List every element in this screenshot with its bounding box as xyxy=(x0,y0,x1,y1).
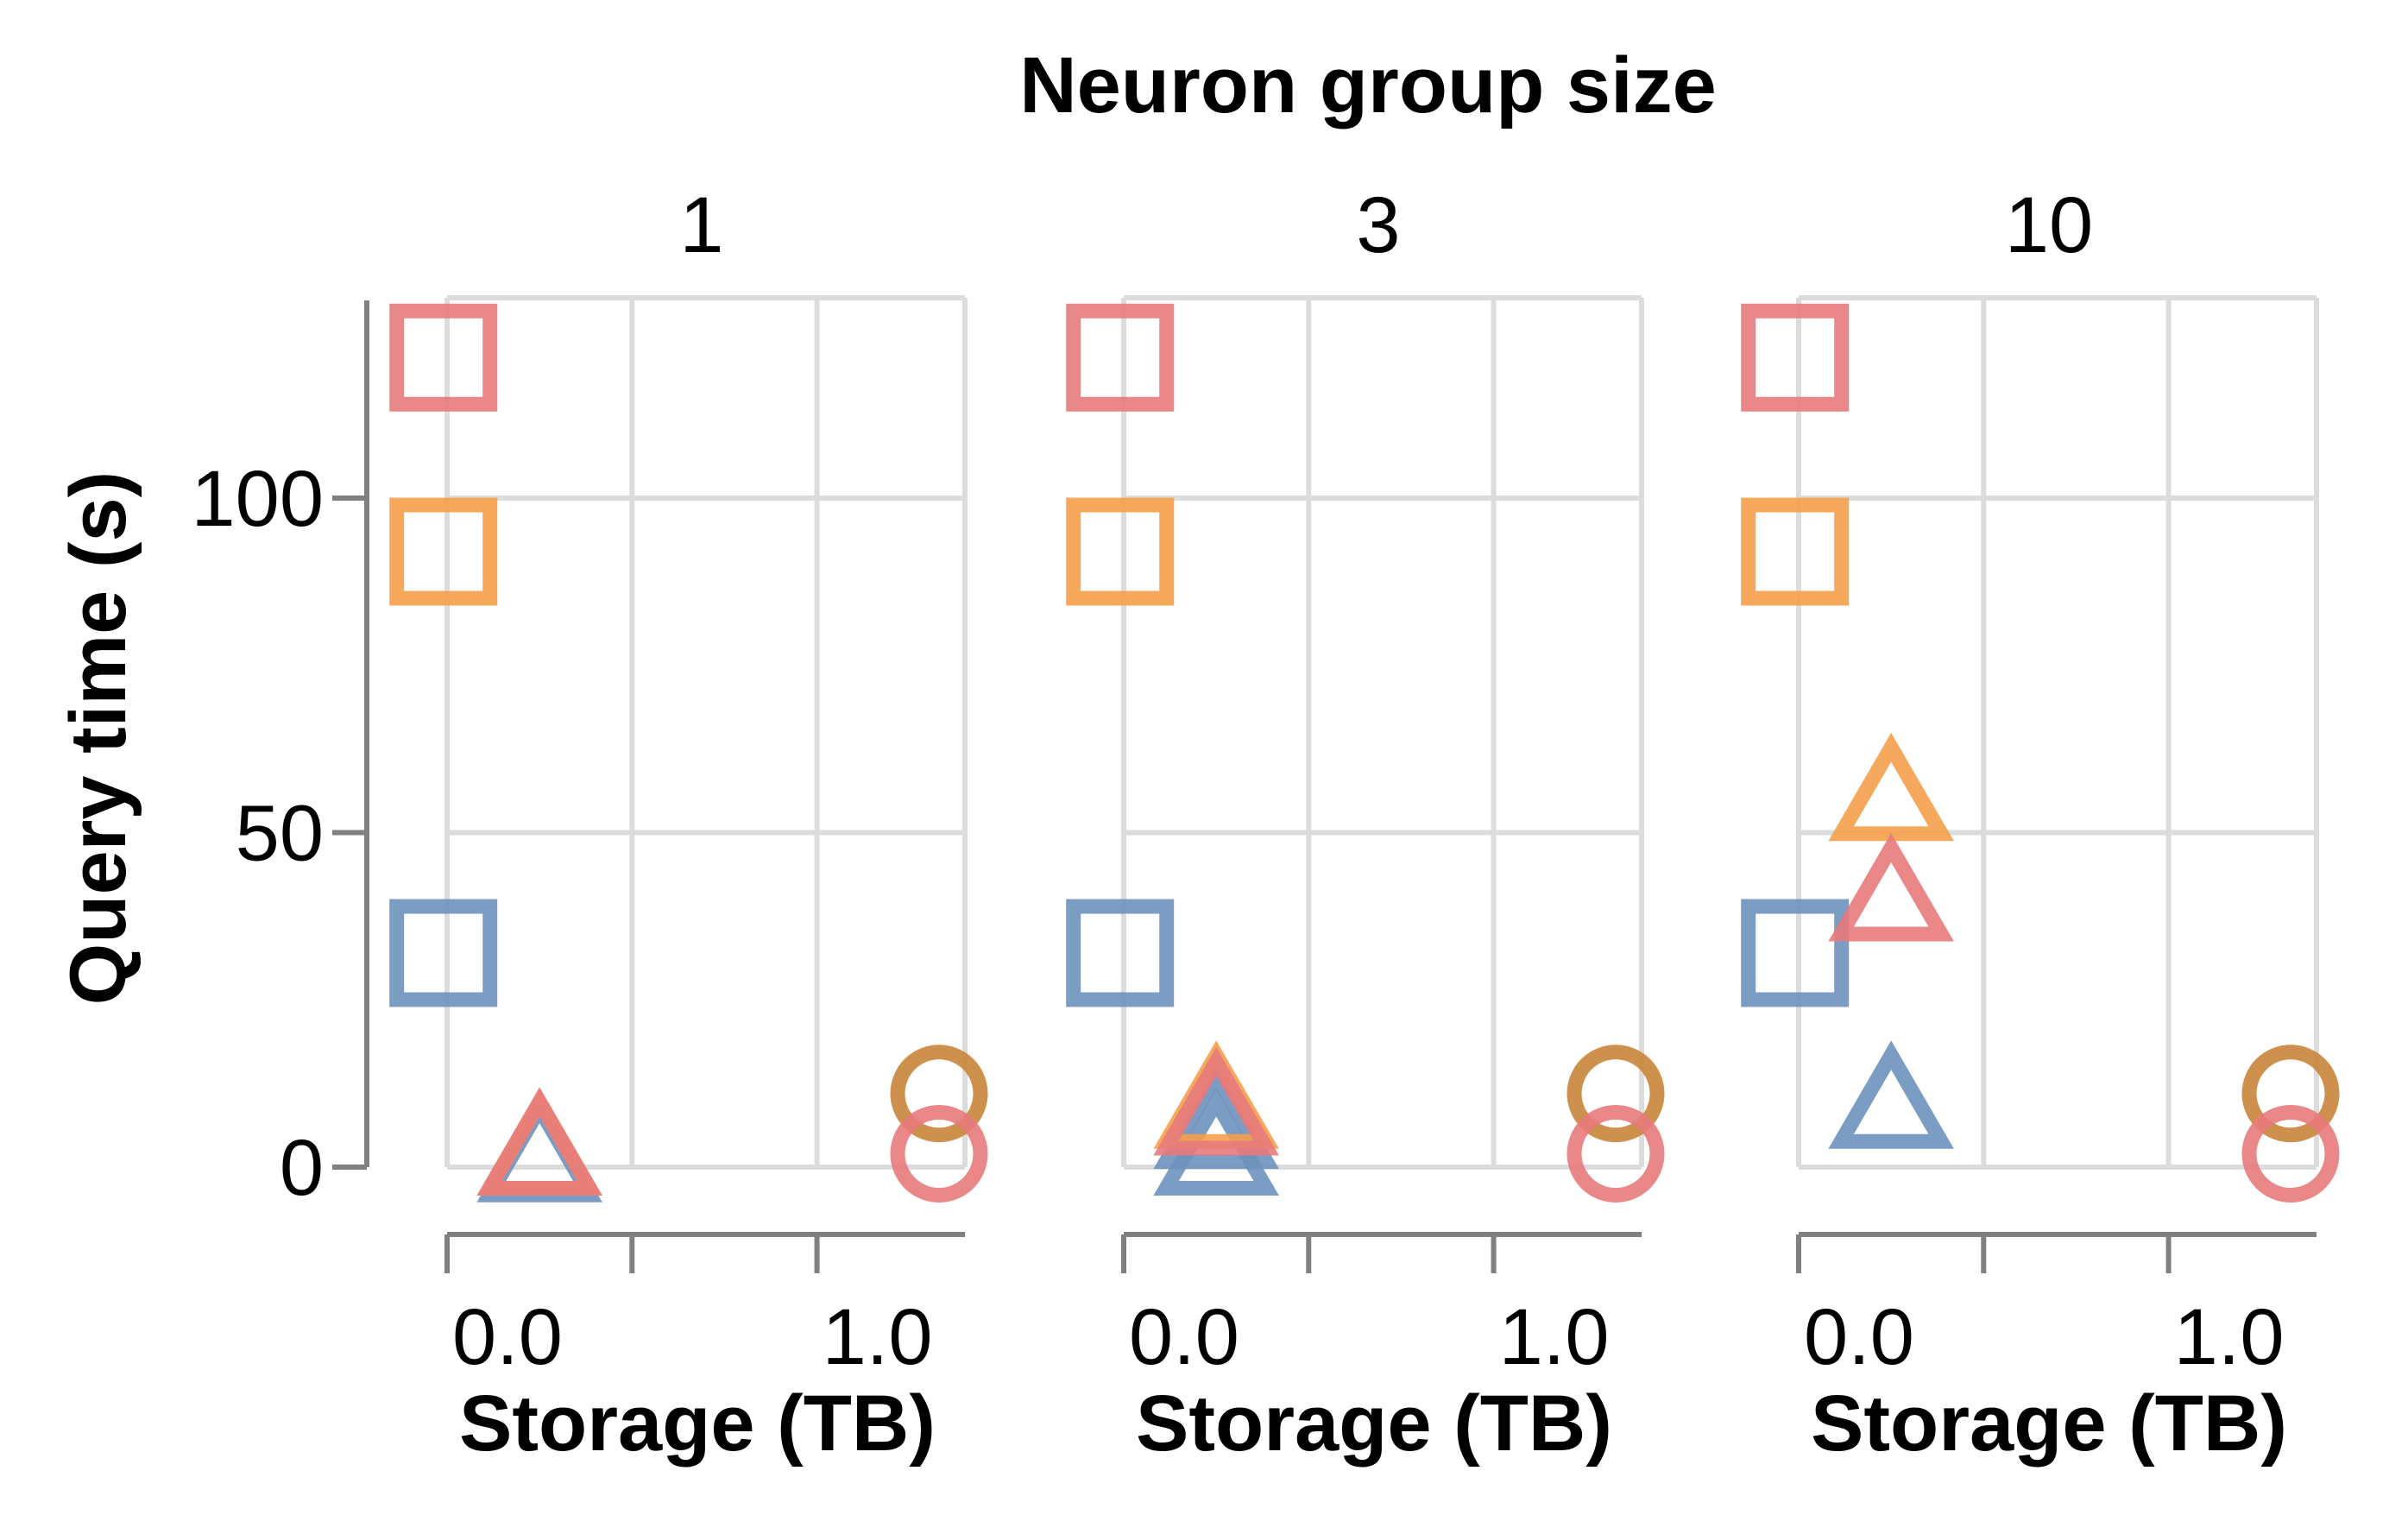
y-tick-label: 0 xyxy=(280,1124,324,1212)
marker-circle xyxy=(2241,1045,2340,1143)
marker-square xyxy=(1066,497,1175,606)
marker-triangle xyxy=(1828,833,1954,942)
x-tick-label: 1.0 xyxy=(2174,1293,2285,1381)
marker-square xyxy=(1066,899,1175,1007)
x-axis-title: Storage (TB) xyxy=(1811,1379,2287,1468)
marker-square xyxy=(389,899,498,1007)
y-axis-title: Query time (s) xyxy=(54,471,142,1006)
marker-triangle xyxy=(1828,732,1954,842)
x-axis-title: Storage (TB) xyxy=(1136,1379,1612,1468)
marker-triangle xyxy=(1828,1040,1954,1149)
marker-square xyxy=(1741,497,1850,606)
x-axis-title: Storage (TB) xyxy=(459,1379,936,1468)
marker-circle xyxy=(1566,1105,1665,1203)
marker-triangle xyxy=(1153,1047,1279,1156)
x-tick-label: 0.0 xyxy=(1804,1293,1914,1381)
x-tick-label: 1.0 xyxy=(823,1293,933,1381)
marker-square xyxy=(1741,899,1850,1007)
facet-label: 3 xyxy=(1356,181,1400,269)
x-tick-label: 0.0 xyxy=(452,1293,563,1381)
marker-square xyxy=(389,303,498,412)
chart-title: Neuron group size xyxy=(1019,41,1717,129)
marker-circle xyxy=(890,1045,988,1143)
x-tick-label: 0.0 xyxy=(1129,1293,1239,1381)
marker-circle xyxy=(890,1105,988,1203)
marker-square xyxy=(1066,303,1175,412)
facet-label: 10 xyxy=(2005,181,2093,269)
y-tick-label: 50 xyxy=(236,790,324,878)
marker-circle xyxy=(2241,1105,2340,1203)
marker-square xyxy=(389,497,498,606)
facet-label: 1 xyxy=(679,181,723,269)
marker-triangle xyxy=(476,1087,602,1196)
x-tick-label: 1.0 xyxy=(1499,1293,1610,1381)
y-tick-label: 100 xyxy=(192,455,325,543)
marker-square xyxy=(1741,303,1850,412)
marker-circle xyxy=(1566,1045,1665,1143)
